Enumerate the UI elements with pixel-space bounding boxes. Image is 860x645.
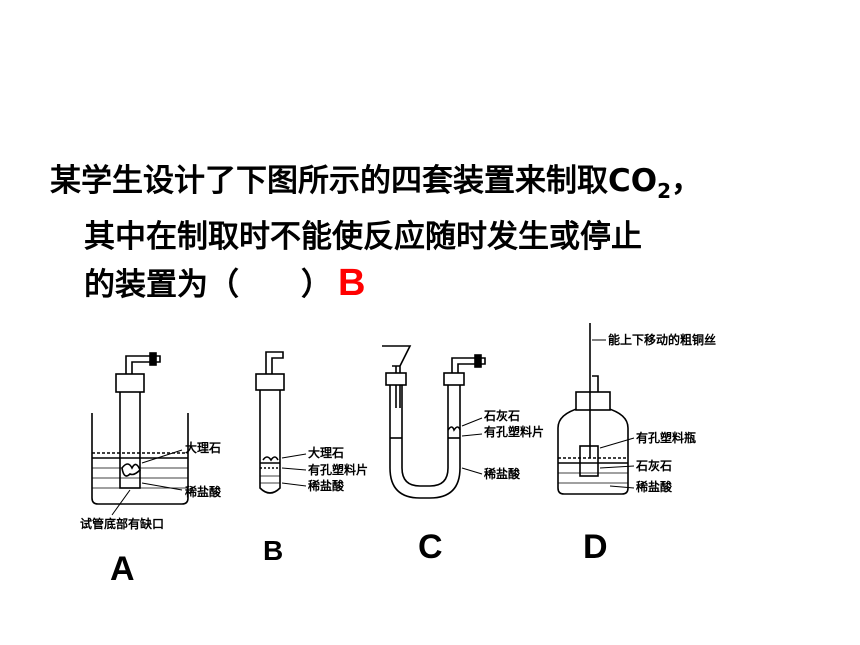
question-line-3-text: 的装置为（ ） [84,267,332,304]
label-c-plate: 有孔塑料片 [484,424,544,439]
label-a-acid: 稀盐酸 [185,484,222,499]
question-text: 某学生设计了下图所示的四套装置来制取CO2， 其中在制取时不能使反应随时发生或停… [50,158,840,308]
label-a-bottom: 试管底部有缺口 [80,516,164,531]
option-c-letter: C [418,528,443,566]
label-d-acid: 稀盐酸 [636,479,673,494]
label-b-acid: 稀盐酸 [308,478,345,493]
label-a-marble: 大理石 [185,440,221,455]
question-line-2: 其中在制取时不能使反应随时发生或停止 [84,219,642,256]
option-a-letter: A [110,550,135,588]
label-d-bottle: 有孔塑料瓶 [636,430,696,445]
question-line-1-end: ， [671,163,703,199]
option-d-letter: D [583,528,608,566]
label-b-plate: 有孔塑料片 [308,462,368,477]
apparatus-b [255,351,307,494]
question-line-1: 某学生设计了下图所示的四套装置来制取CO2， [50,158,840,214]
question-line-1-text: 某学生设计了下图所示的四套装置来制取CO [50,163,658,199]
apparatus-d [557,323,635,495]
apparatus-figure: 大理石 稀盐酸 试管底部有缺口 大理石 有孔塑料片 稀盐酸 石灰石 有孔塑料片 … [80,323,716,531]
apparatus-a [91,352,189,516]
label-c-stone: 石灰石 [483,408,520,423]
apparatus-c [382,345,486,499]
label-c-acid: 稀盐酸 [484,466,521,481]
label-d-wire: 能上下移动的粗铜丝 [608,332,716,347]
option-b-letter: B [263,535,284,566]
subscript-2: 2 [657,179,672,204]
answer-letter: B [338,262,366,305]
label-d-stone: 石灰石 [635,458,672,473]
question-line-3: 的装置为（ ）B [50,260,840,308]
label-b-marble: 大理石 [308,445,344,460]
